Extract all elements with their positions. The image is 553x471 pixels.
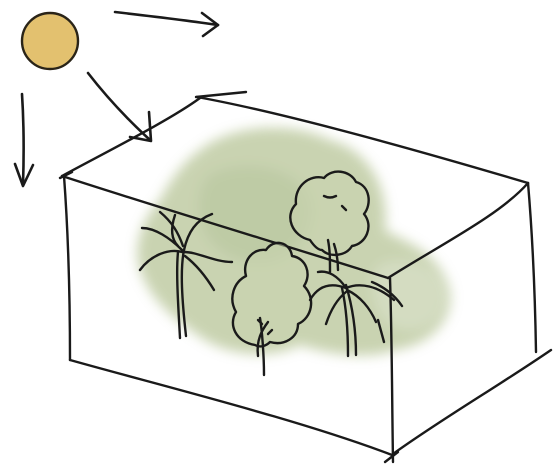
box-top-right-edge (388, 183, 528, 278)
arrow-diagonal-icon (88, 73, 151, 141)
box-side-right-edge (528, 183, 536, 352)
box-front-bottom-edge (70, 360, 392, 455)
box-front-left-edge (64, 176, 70, 360)
arrow-down-icon (15, 94, 33, 186)
arrow-right-icon (115, 12, 218, 36)
box-crossing-tick (196, 92, 246, 97)
sun-icon (22, 13, 78, 69)
box-side-bottom-edge (393, 350, 551, 454)
